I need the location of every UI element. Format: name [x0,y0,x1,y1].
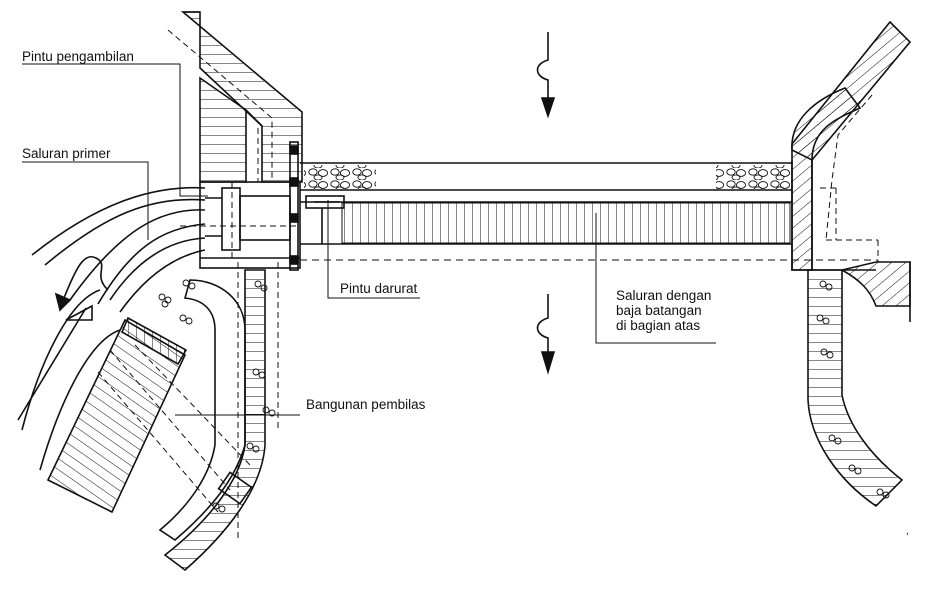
flushing-dashed [237,262,279,540]
right-wing-dashed [820,94,879,262]
right-lower-wing-wall [807,261,911,508]
flow-direction-arrow-icon [536,294,556,375]
label-saluran-primer: Saluran primer [22,146,111,161]
trash-rack-bars [341,202,791,244]
flushing-gate-slot [217,471,253,505]
flow-direction-arrow-icon [54,255,109,321]
intake-gate-block [199,141,301,271]
main-bridge-deck [300,162,792,245]
label-pintu-darurat: Pintu darurat [340,281,418,296]
flushing-stones [158,279,276,513]
flow-direction-arrow-icon [536,32,556,119]
intake-gate-dashed [180,182,300,262]
label-line-3: di bagian atas [616,318,701,333]
left-upper-wing-wall [180,11,303,183]
right-upper-wing-wall [791,20,912,271]
label-line-2: baja batangan [616,303,702,318]
flushing-structure-walls [158,269,266,572]
right-lower-stones [816,280,890,499]
leader-lines [22,63,716,416]
stone-fill-left [304,165,376,189]
scour-channel [17,307,188,514]
stone-fill-right [716,165,790,189]
label-line-1: Saluran dengan [616,288,712,303]
left-upper-wing-dashed [167,29,273,182]
emergency-gate [305,195,345,244]
primary-canal-lines [31,186,206,313]
primary-canal-outer [21,289,121,471]
label-saluran-dengan-baja: Saluran dengan baja batangan di bagian a… [616,288,711,333]
label-pintu-pengambilan: Pintu pengambilan [22,49,134,64]
corner-mark: , [906,526,909,537]
label-bangunan-pembilas: Bangunan pembilas [306,397,426,412]
